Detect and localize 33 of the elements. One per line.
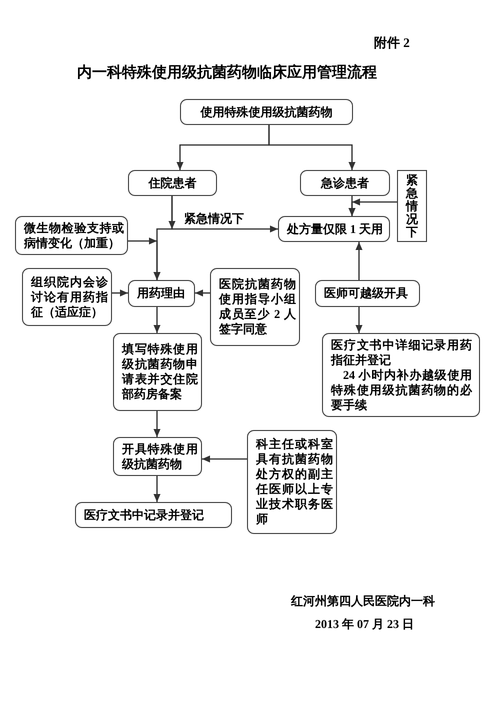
process-box [322,333,480,417]
arrow [348,198,397,216]
arrow [112,290,128,296]
arrow [268,125,356,170]
signature-text: 红河州第四人民医院内一科 [291,593,435,609]
process-box: 住院患者 [128,170,217,196]
arrow [154,411,160,437]
date-text: 2013 年 07 月 23 日 [315,616,414,632]
step-text: 24 小时内补办越级使用特殊使用级抗菌药物的必要手续 [331,368,472,412]
process-box: 组织院内会诊讨论有用药指征（适应症） [22,268,112,326]
arrow [154,307,160,333]
arrow [356,307,362,333]
process-box: 医师可越级开具 [315,280,420,307]
edge-label: 紧急情况下 [182,212,246,226]
arrow [128,238,160,280]
process-box: 微生物检验支持或病情变化（加重） [15,216,128,255]
process-box: 科主任或科室具有抗菌药物处方权的副主任医师以上专业技术职务医师 [247,430,337,534]
process-box: 医院抗菌药物使用指导小组成员至少 2 人签字同意 [210,268,300,346]
process-box: 使用特殊使用级抗菌药物 [180,99,353,125]
process-box: 处方量仅限 1 天用 [278,216,390,242]
arrow [154,476,160,502]
attachment-label: 附件 2 [374,34,410,51]
arrow [202,456,247,462]
note-box: 紧急情况下 [397,170,427,242]
process-box: 用药理由 [128,280,195,307]
arrow [195,290,210,296]
process-box: 医疗文书中记录并登记 [75,502,232,528]
process-box: 填写特殊使用级抗菌药物申请表并交住院部药房备案 [113,333,202,411]
process-box: 开具特殊使用级抗菌药物 [113,437,202,476]
step-text: 医疗文书中详细记录用药指征并登记 [331,338,472,368]
arrow [356,242,362,280]
process-box: 急诊患者 [300,170,390,196]
title: 内一科特殊使用级抗菌药物临床应用管理流程 [77,64,377,82]
